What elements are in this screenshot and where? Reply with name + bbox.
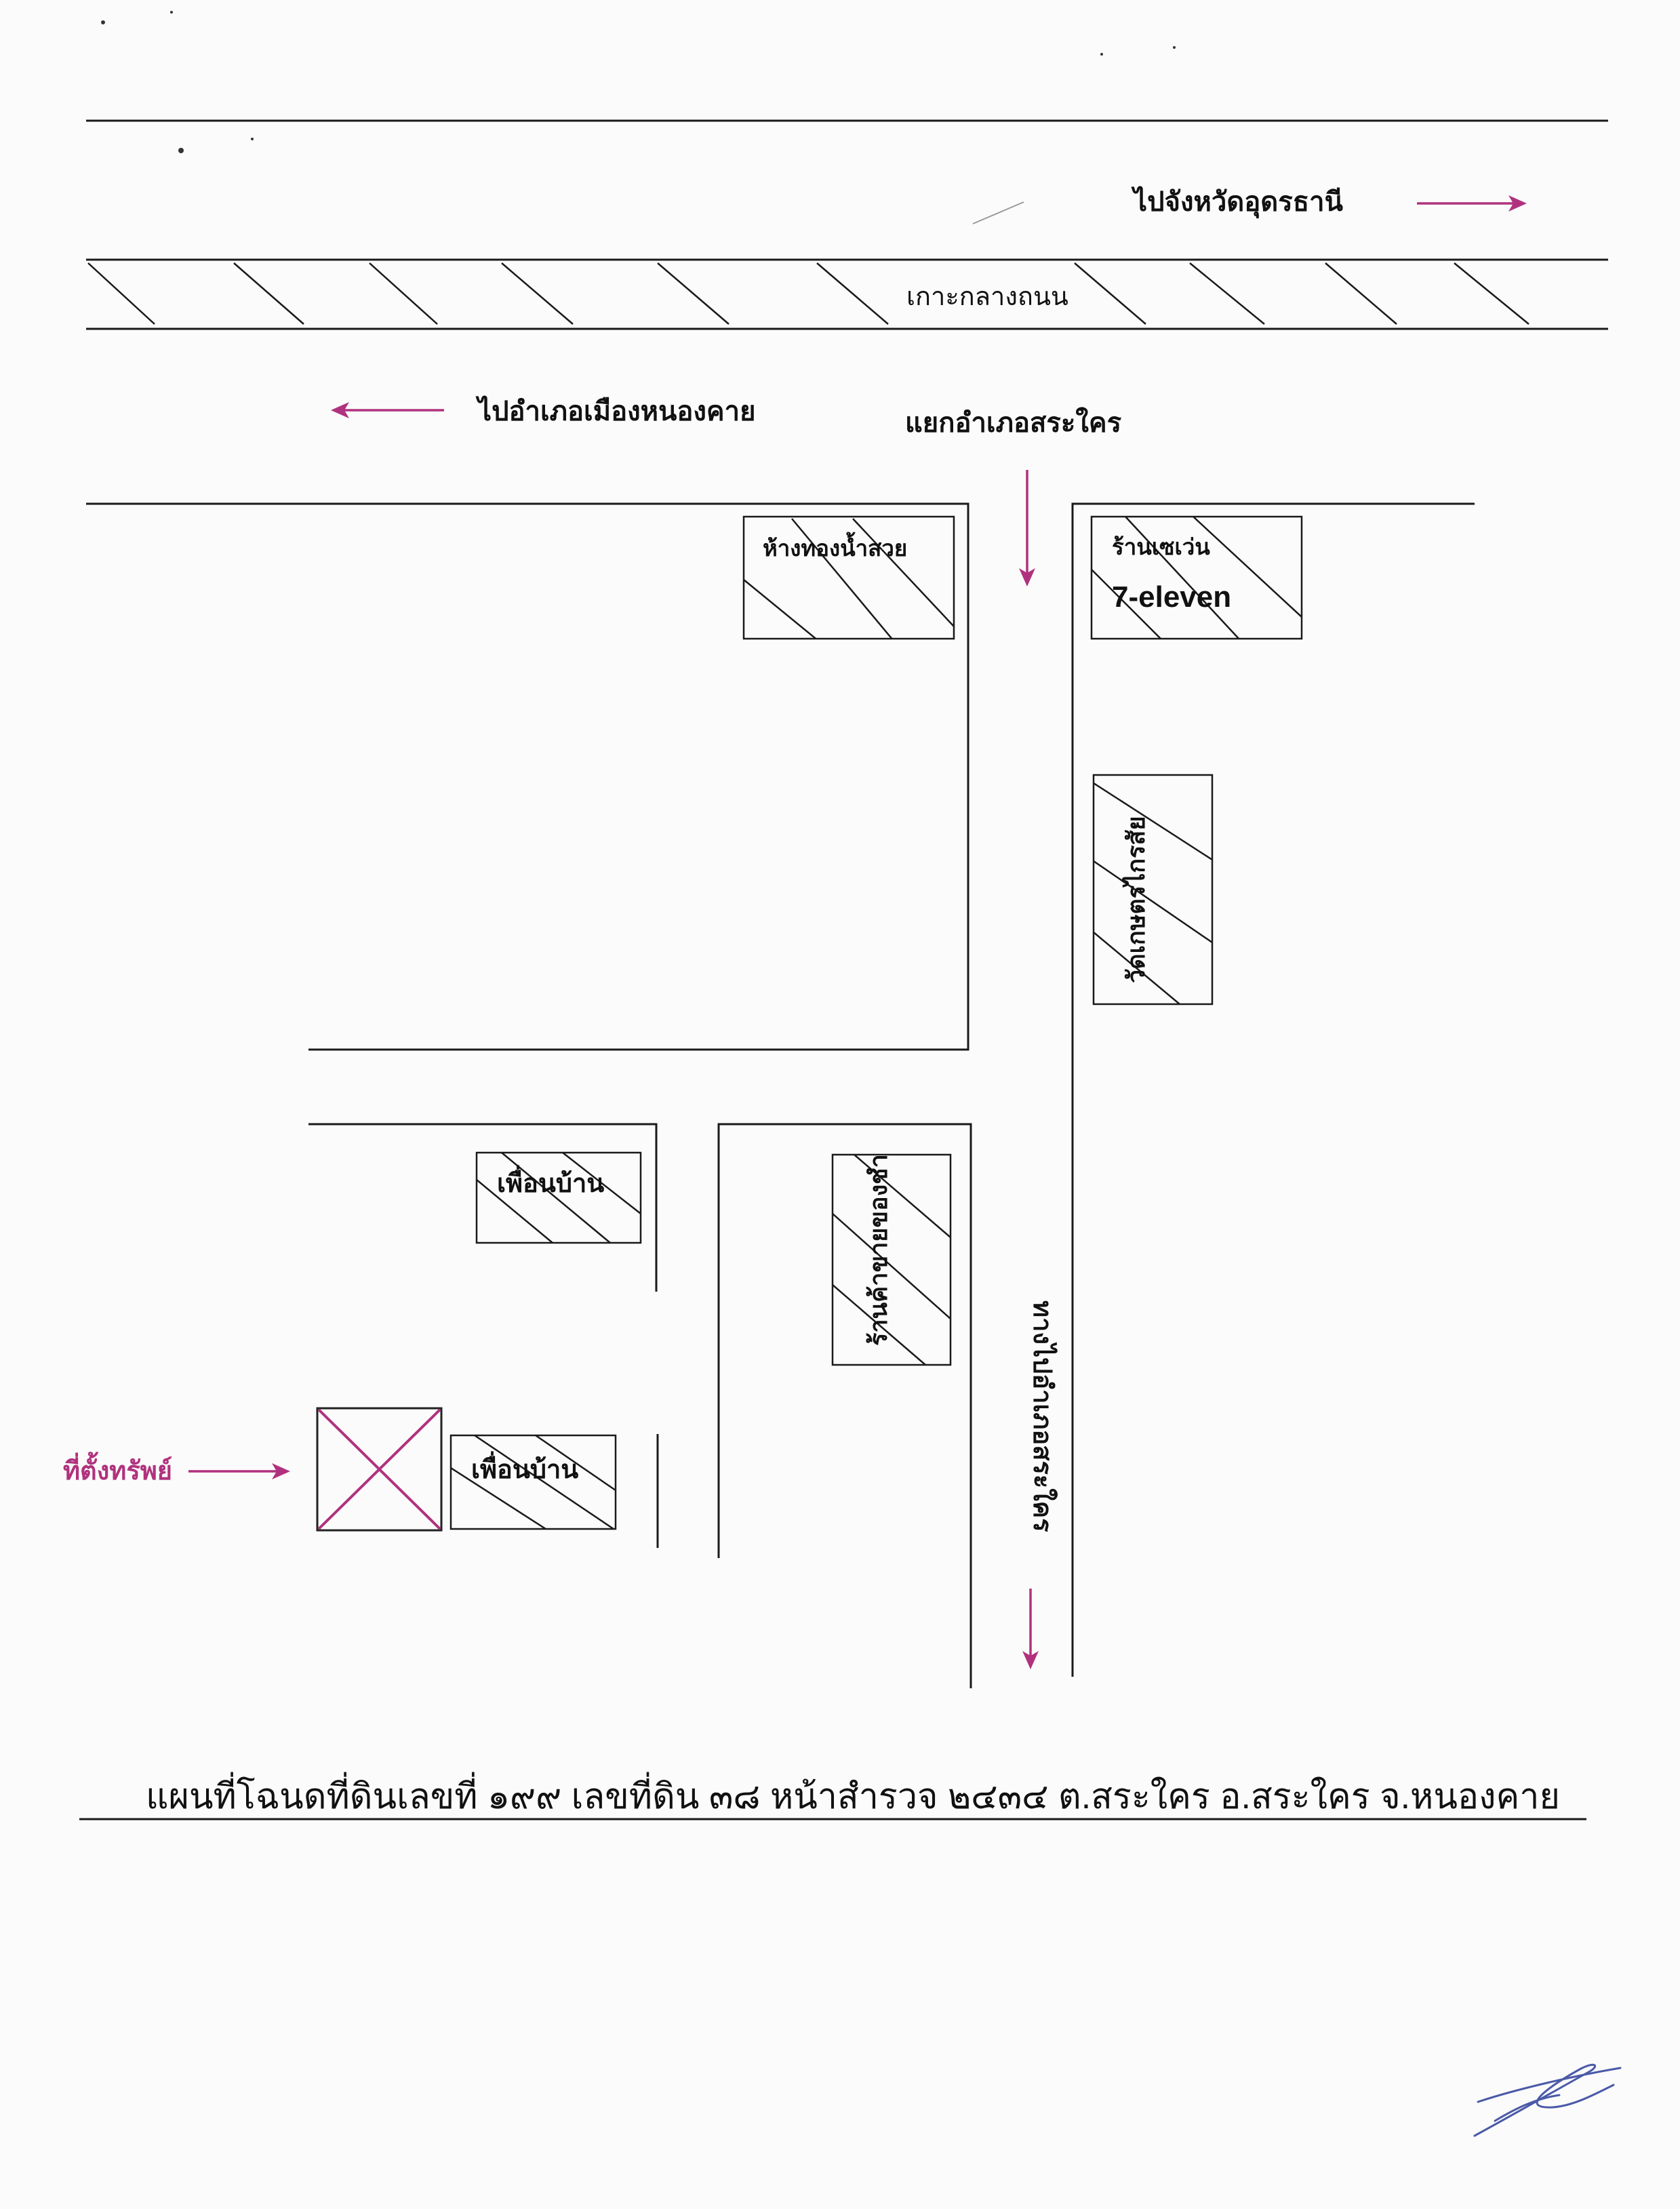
arrow-icon bbox=[1417, 195, 1527, 212]
label-junction: แยกอำเภอสระใคร bbox=[905, 407, 1122, 438]
label-seven-en: 7-eleven bbox=[1112, 580, 1231, 614]
grocery-store-building: ร้านค้าขายของชำ bbox=[831, 1153, 952, 1366]
label-grocery: ร้านค้าขายของชำ bbox=[864, 1154, 892, 1346]
seven-eleven-building: ร้านเซเว่น 7-eleven bbox=[1090, 515, 1303, 640]
property-plot bbox=[316, 1407, 443, 1532]
label-to-srakhrai: ทางไปอำเภอสระใคร bbox=[1028, 1300, 1058, 1532]
label-temple: วัดเกษตรไกรสัย bbox=[1121, 816, 1150, 983]
label-to-nongkhai: ไปอำเภอเมืองหนองคาย bbox=[475, 395, 756, 426]
arrow-icon bbox=[188, 1463, 290, 1479]
arrow-icon bbox=[1019, 470, 1035, 586]
label-neighbor-1: เพื่อนบ้าน bbox=[497, 1165, 604, 1198]
neighbor-house-2: เพื่อนบ้าน bbox=[449, 1434, 617, 1530]
arrow-icon bbox=[331, 402, 444, 418]
label-median: เกาะกลางถนน bbox=[906, 283, 1068, 311]
label-property: ที่ตั้งทรัพย์ bbox=[63, 1452, 172, 1486]
pencil-mark bbox=[972, 201, 1024, 224]
label-neighbor-2: เพื่อนบ้าน bbox=[471, 1451, 578, 1484]
arrow-icon bbox=[1022, 1589, 1039, 1669]
gold-shop-building: ห้างทองน้ำสวย bbox=[742, 515, 955, 640]
property-location bbox=[316, 1407, 443, 1532]
cross-box-icon bbox=[317, 1408, 441, 1530]
main-highway bbox=[86, 119, 1608, 330]
signature-scribble-icon bbox=[1473, 2063, 1622, 2137]
label-seven-th: ร้านเซเว่น bbox=[1112, 534, 1210, 559]
neighbor-house-1: เพื่อนบ้าน bbox=[475, 1151, 642, 1244]
median-hatching bbox=[87, 262, 1529, 325]
label-gold-shop: ห้างทองน้ำสวย bbox=[763, 532, 907, 561]
scan-specks bbox=[101, 11, 1176, 153]
label-to-udon: ไปจังหวัดอุดรธานี bbox=[1131, 186, 1343, 219]
temple-building: วัดเกษตรไกรสัย bbox=[1092, 774, 1214, 1006]
side-road bbox=[86, 502, 1475, 1688]
map-caption: แผนที่โฉนดที่ดินเลขที่ ๑๙๙ เลขที่ดิน ๓๘ … bbox=[146, 1772, 1560, 1816]
